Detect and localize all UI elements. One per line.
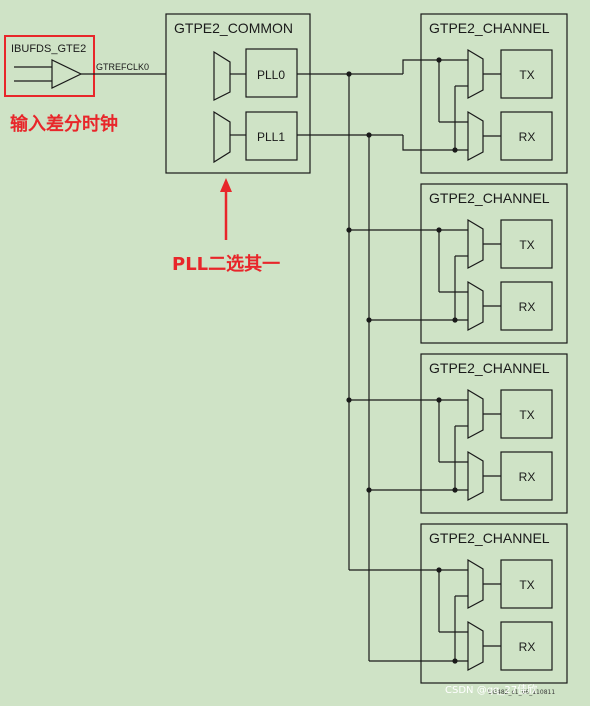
channel-title: GTPE2_CHANNEL	[429, 360, 550, 376]
tx-mux-icon	[467, 388, 484, 439]
tx-mux-icon	[467, 558, 484, 609]
pll0-mux-icon	[213, 50, 231, 101]
gtpe2-common-block: GTPE2_COMMON PLL0 PLL1	[165, 13, 311, 174]
pll1-box	[245, 111, 298, 161]
buffer-triangle-icon	[51, 59, 83, 89]
channel-title: GTPE2_CHANNEL	[429, 530, 550, 546]
tx-box	[500, 389, 553, 439]
pll0-box	[245, 48, 298, 98]
rx-mux-icon	[467, 620, 484, 671]
tx-label: TX	[519, 238, 534, 252]
ibufds-label: IBUFDS_GTE2	[11, 43, 86, 55]
channel-title: GTPE2_CHANNEL	[429, 190, 550, 206]
figure-id: UG482_c1_06_110811	[488, 689, 555, 696]
channel-block-4: GTPE2_CHANNEL TX RX	[349, 523, 568, 684]
red-arrow-icon	[220, 178, 232, 192]
rx-box	[500, 281, 553, 331]
rx-box	[500, 621, 553, 671]
tx-mux-icon	[467, 218, 484, 269]
gtrefclk-label: GTREFCLK0	[96, 62, 149, 72]
common-title: GTPE2_COMMON	[174, 20, 293, 36]
tx-box	[500, 219, 553, 269]
channel-block-1: GTPE2_CHANNEL TX RX	[402, 13, 568, 174]
tx-label: TX	[519, 68, 534, 82]
channel-block-2: GTPE2_CHANNEL TX RX	[346, 183, 568, 344]
tx-label: TX	[519, 578, 534, 592]
rx-label: RX	[519, 130, 536, 144]
csdn-watermark: CSDN @qq_27佳欣	[445, 683, 537, 696]
rx-label: RX	[519, 470, 536, 484]
pll0-label: PLL0	[257, 68, 285, 82]
rx-box	[500, 111, 553, 161]
rx-box	[500, 451, 553, 501]
ibufds-block: IBUFDS_GTE2	[4, 35, 95, 97]
channel-title: GTPE2_CHANNEL	[429, 20, 550, 36]
tx-mux-icon	[467, 48, 484, 99]
rx-label: RX	[519, 640, 536, 654]
pll1-mux-icon	[213, 110, 231, 164]
rx-mux-icon	[467, 280, 484, 331]
pll1-label: PLL1	[257, 130, 285, 144]
rx-mux-icon	[467, 450, 484, 501]
tx-label: TX	[519, 408, 534, 422]
channel-block-3: GTPE2_CHANNEL TX RX	[346, 353, 568, 514]
input-clock-annotation: 输入差分时钟	[10, 113, 118, 135]
ibufds-highlight-box	[4, 35, 95, 97]
rx-mux-icon	[467, 110, 484, 161]
tx-box	[500, 559, 553, 609]
tx-box	[500, 49, 553, 99]
pll-select-annotation: PLL二选其一	[172, 254, 280, 275]
rx-label: RX	[519, 300, 536, 314]
